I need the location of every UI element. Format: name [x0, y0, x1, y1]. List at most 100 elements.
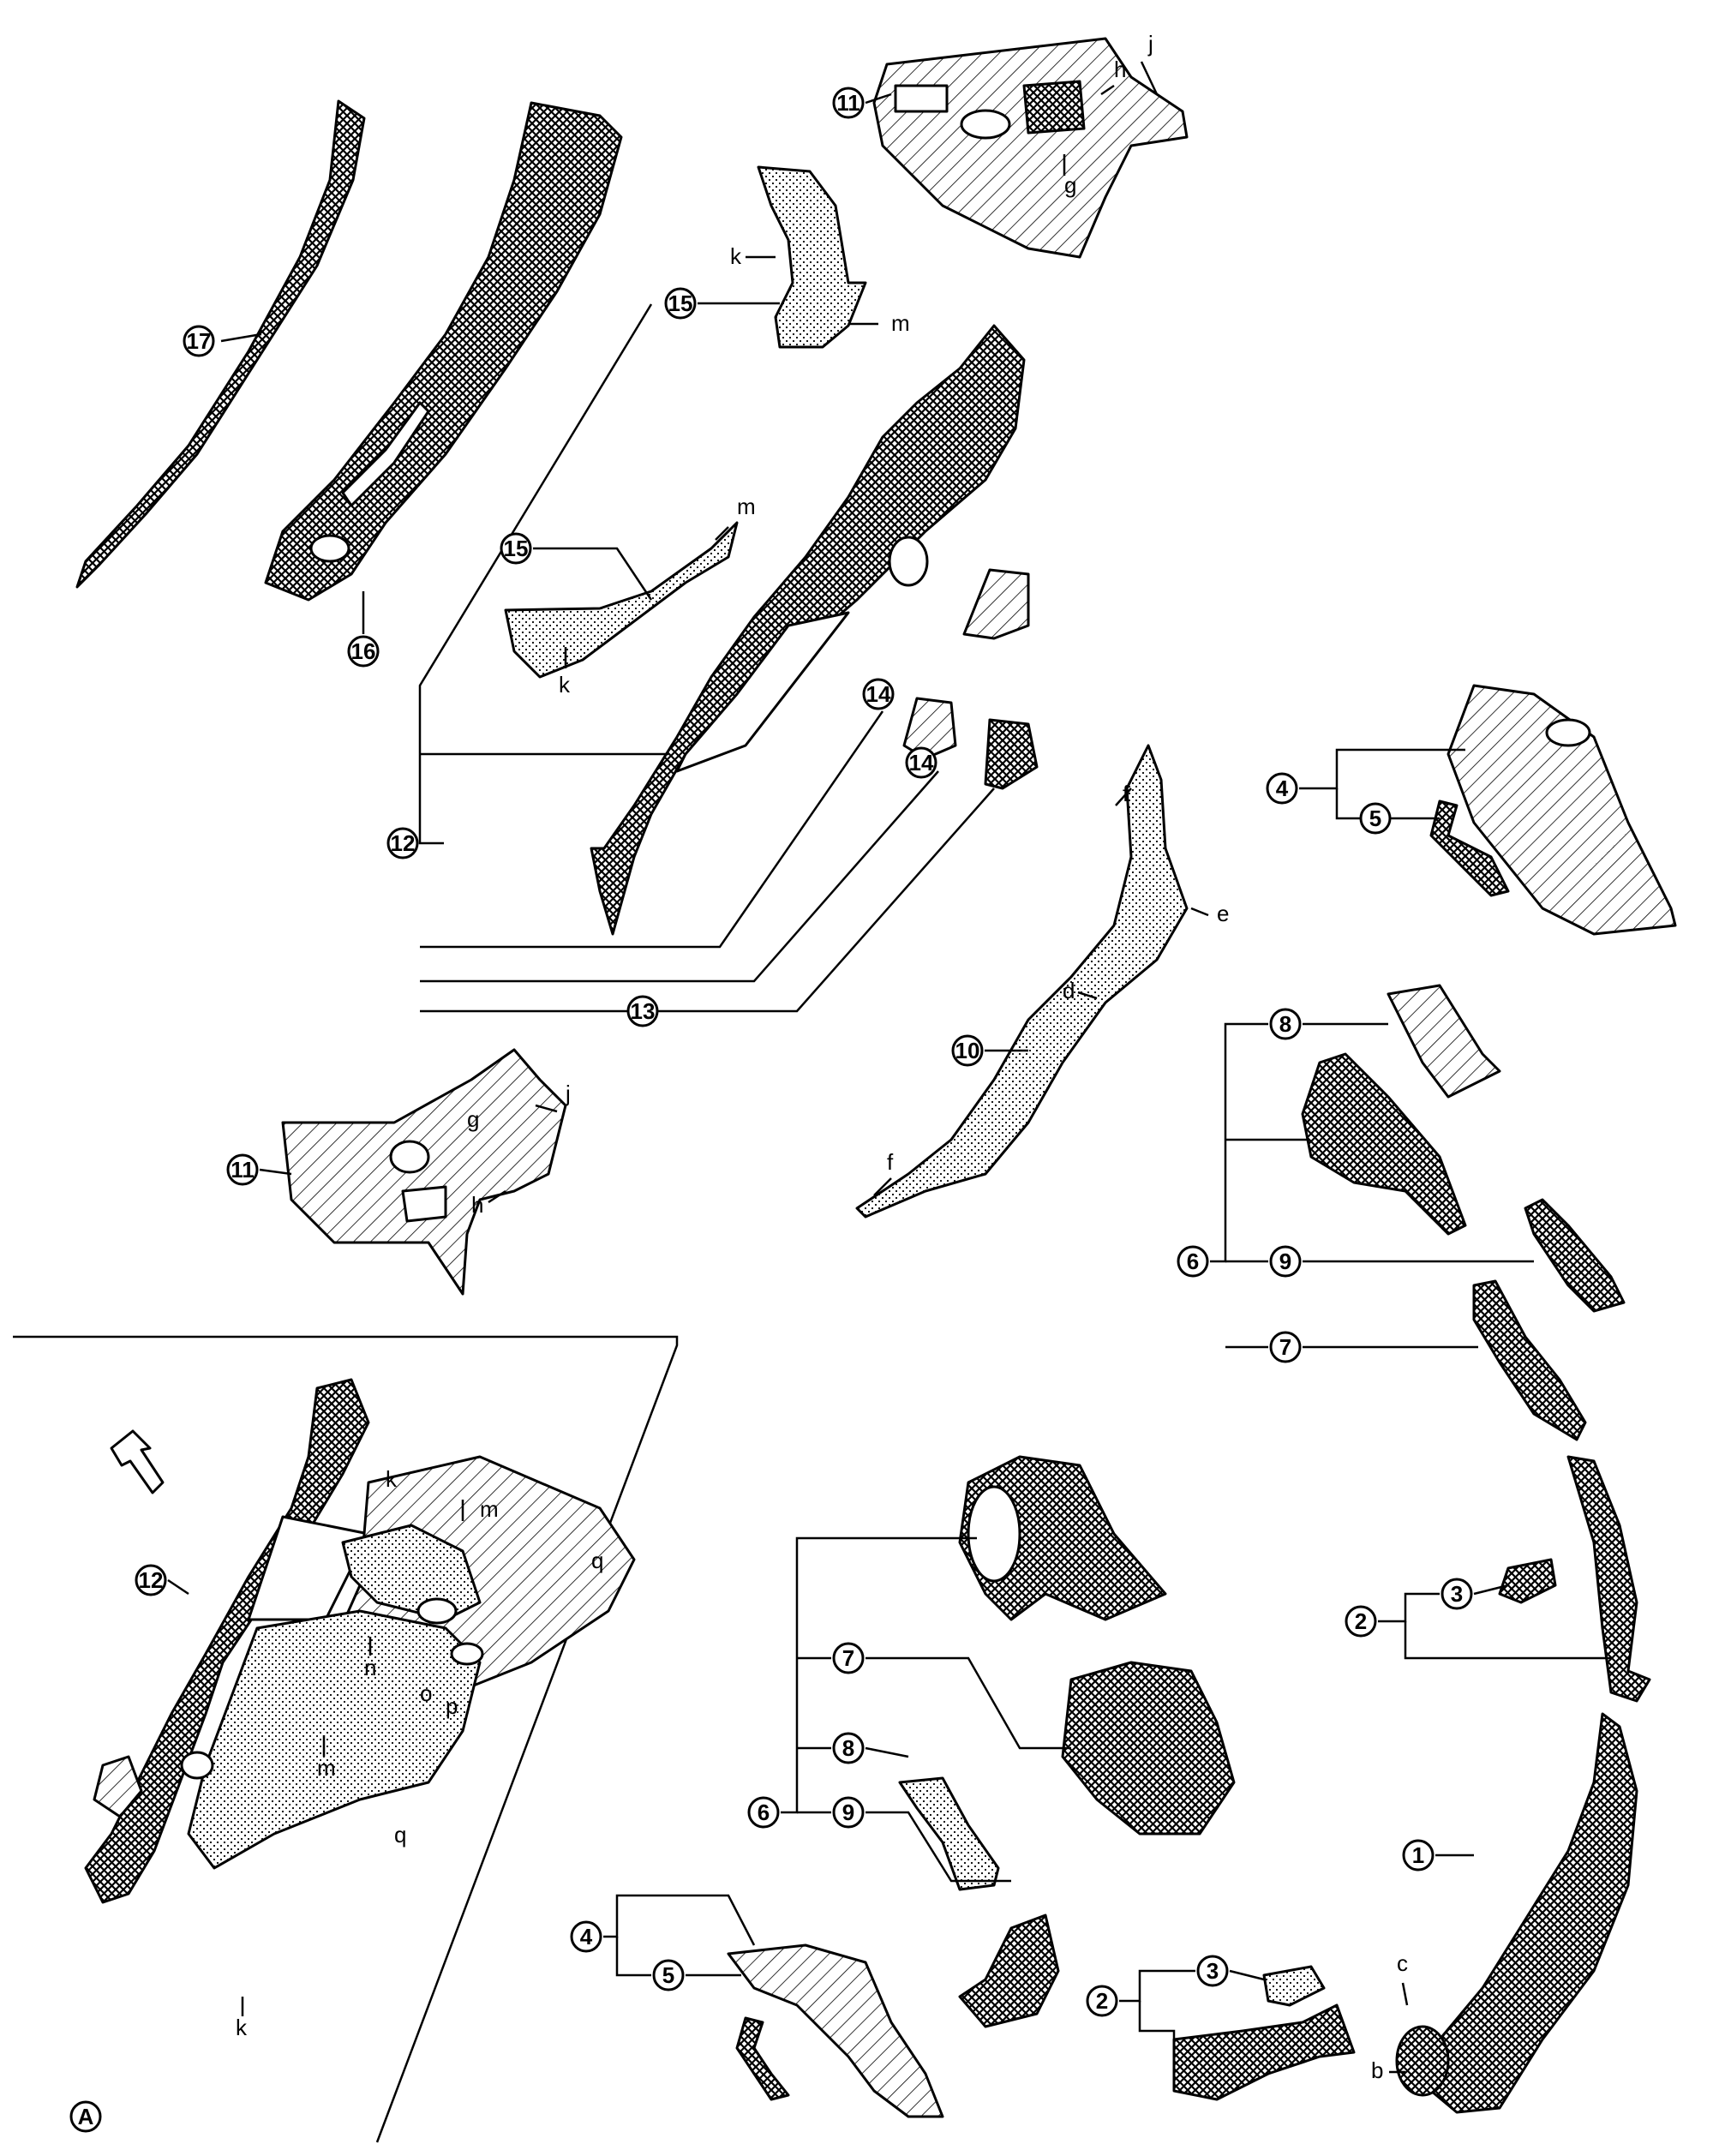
part-15-upper-bracket: [757, 165, 867, 349]
part-14-upper: [962, 568, 1030, 640]
svg-text:8: 8: [842, 1735, 854, 1761]
svg-text:13: 13: [631, 998, 656, 1024]
part-11-dash-side-lower: [281, 1048, 567, 1296]
svg-text:2: 2: [1355, 1608, 1367, 1634]
callout-8-center: 8: [832, 1732, 865, 1764]
svg-text:2: 2: [1096, 1988, 1108, 2014]
part-4-apron-lower: [727, 1943, 944, 2118]
svg-text:1: 1: [1412, 1842, 1424, 1868]
part-12-side-frame: [590, 324, 1026, 936]
svg-text:6: 6: [1187, 1249, 1199, 1274]
callout-12-inset: 12: [135, 1564, 167, 1596]
svg-text:4: 4: [1276, 776, 1289, 801]
part-9-right: [1524, 1198, 1626, 1313]
part-2-lower-rail: [1172, 2003, 1356, 2101]
letter-k-inset: k: [236, 2015, 248, 2040]
svg-text:11: 11: [231, 1157, 255, 1183]
letter-b: b: [1371, 2057, 1383, 2083]
callout-11-upper: 11: [832, 87, 865, 119]
svg-text:17: 17: [187, 328, 212, 354]
part-16-dash-panel-upper: [264, 101, 623, 602]
inset-a-assembly: [84, 1378, 636, 1904]
letter-k-inset-upper: k: [386, 1466, 398, 1492]
svg-text:10: 10: [955, 1038, 980, 1063]
svg-text:5: 5: [1369, 806, 1381, 831]
callout-11-lower: 11: [226, 1153, 259, 1186]
inset-frame: [13, 1335, 679, 2143]
svg-text:4: 4: [580, 1924, 593, 1949]
part-6-right: [1301, 1052, 1467, 1236]
pointer-arrows: [241, 61, 1409, 2074]
letter-d: d: [1063, 978, 1075, 1003]
part-6-center: [958, 1455, 1167, 1621]
part-15-lower-bracket: [504, 521, 739, 679]
svg-text:A: A: [78, 2104, 94, 2129]
callout-circles: 17 16 11 15 15 12 14 14: [69, 87, 1473, 2133]
part-7-right: [1472, 1279, 1587, 1441]
part-5-bracket-lower: [735, 2016, 790, 2101]
svg-text:9: 9: [842, 1800, 854, 1825]
letter-m-inset-upper: m: [480, 1496, 499, 1522]
letter-g-top: g: [1064, 172, 1076, 198]
part-4-apron-upper: [1446, 684, 1677, 936]
part-17-cowl-top: [75, 99, 366, 589]
letter-p-inset: p: [446, 1693, 458, 1719]
callout-14-upper: 14: [862, 678, 895, 710]
part-10-side-rail: [855, 744, 1189, 1219]
letter-g-lower: g: [467, 1106, 479, 1132]
letter-j-lower: j: [565, 1081, 571, 1106]
svg-text:14: 14: [866, 681, 891, 707]
svg-text:7: 7: [842, 1645, 854, 1671]
letter-f-top: f: [1123, 781, 1129, 806]
svg-text:12: 12: [139, 1567, 164, 1593]
callout-1: 1: [1402, 1839, 1435, 1872]
letter-m-inset-lower: m: [317, 1755, 336, 1781]
callout-14-lower: 14: [905, 746, 937, 779]
svg-text:7: 7: [1279, 1334, 1291, 1360]
callout-4-lower: 4: [570, 1920, 602, 1953]
callout-15-upper: 15: [664, 287, 697, 320]
svg-text:3: 3: [1207, 1958, 1219, 1984]
letter-h-top: h: [1114, 57, 1126, 82]
svg-text:16: 16: [351, 638, 376, 664]
svg-text:15: 15: [668, 290, 693, 316]
letter-q-inset-lower: q: [394, 1822, 406, 1848]
svg-text:14: 14: [909, 750, 934, 776]
svg-text:3: 3: [1451, 1581, 1463, 1607]
letter-c: c: [1397, 1950, 1408, 1976]
callout-6-center: 6: [747, 1796, 780, 1829]
letter-h-lower: h: [471, 1192, 483, 1218]
part-8-right: [1387, 984, 1501, 1099]
part-3-upper: [1498, 1558, 1557, 1604]
callout-7-right: 7: [1269, 1331, 1302, 1363]
callout-9-center: 9: [832, 1796, 865, 1829]
callout-6-right: 6: [1177, 1245, 1209, 1278]
leader-lines: [167, 93, 1611, 2057]
callout-3-right: 3: [1441, 1578, 1473, 1610]
letter-o-inset: o: [420, 1680, 432, 1706]
callout-12-upper: 12: [386, 827, 419, 859]
callout-a-inset: A: [69, 2100, 102, 2133]
svg-text:11: 11: [836, 90, 860, 116]
part-11-dash-side-upper: [872, 37, 1189, 259]
svg-text:15: 15: [504, 536, 529, 561]
callout-8-right: 8: [1269, 1008, 1302, 1040]
part-5-bracket-upper: [1429, 800, 1510, 897]
letter-q-inset-upper: q: [591, 1548, 603, 1573]
callout-5-lower: 5: [652, 1959, 685, 1991]
letter-j-top: j: [1147, 31, 1153, 57]
callout-5-upper: 5: [1359, 802, 1392, 835]
letter-n-inset: n: [364, 1655, 376, 1680]
part-13-patch: [984, 718, 1039, 790]
letter-m-lower: m: [737, 494, 756, 519]
svg-text:9: 9: [1279, 1249, 1291, 1274]
svg-text:8: 8: [1279, 1011, 1291, 1037]
svg-text:12: 12: [391, 830, 416, 856]
callout-17: 17: [183, 325, 215, 357]
callout-9-right: 9: [1269, 1245, 1302, 1278]
callout-2-lower: 2: [1086, 1985, 1118, 2017]
part-8-center: [898, 1776, 1000, 1891]
letter-m-upper: m: [891, 310, 910, 336]
callout-15-lower: 15: [500, 532, 532, 565]
